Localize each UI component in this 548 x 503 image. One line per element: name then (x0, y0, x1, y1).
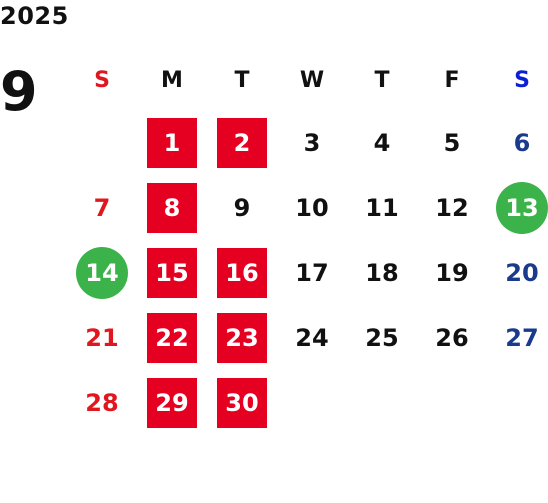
day-cell (417, 370, 487, 435)
weekday-saturday: S (514, 67, 530, 93)
weekday-header-row: S M T W T F S (67, 50, 548, 110)
month-number: 9 (0, 60, 38, 123)
day-number: 15 (147, 247, 197, 298)
weekday-friday: F (444, 67, 460, 93)
day-cell: 10 (277, 175, 347, 240)
day-cell (487, 370, 548, 435)
day-cell: 18 (347, 240, 417, 305)
week-row: 1 2 3 4 5 6 (67, 110, 548, 175)
day-cell: 12 (417, 175, 487, 240)
day-number: 25 (365, 323, 399, 352)
day-number: 1 (147, 117, 197, 168)
day-number: 11 (365, 193, 399, 222)
weekday-tuesday: T (234, 67, 250, 93)
week-row: 28 29 30 (67, 370, 548, 435)
day-cell: 23 (207, 305, 277, 370)
day-cell: 28 (67, 370, 137, 435)
day-number: 20 (505, 258, 539, 287)
day-cell: 30 (207, 370, 277, 435)
day-number: 12 (435, 193, 469, 222)
day-number: 8 (147, 182, 197, 233)
day-cell: 24 (277, 305, 347, 370)
day-number: 9 (233, 193, 251, 222)
day-cell: 22 (137, 305, 207, 370)
day-cell: 1 (137, 110, 207, 175)
week-row: 21 22 23 24 25 26 27 (67, 305, 548, 370)
day-cell: 4 (347, 110, 417, 175)
day-number: 22 (147, 312, 197, 363)
day-number: 4 (373, 128, 391, 157)
weekday-sunday: S (94, 67, 110, 93)
day-cell (347, 370, 417, 435)
day-cell: 5 (417, 110, 487, 175)
day-number: 7 (93, 193, 111, 222)
day-cell: 7 (67, 175, 137, 240)
day-cell: 3 (277, 110, 347, 175)
day-number: 30 (217, 377, 267, 428)
weekday-monday: M (161, 67, 183, 93)
year-label: 2025 (0, 2, 69, 30)
day-number: 16 (217, 247, 267, 298)
day-number: 24 (295, 323, 329, 352)
weekday-wednesday: W (299, 67, 325, 93)
day-cell: 21 (67, 305, 137, 370)
day-cell: 25 (347, 305, 417, 370)
week-row: 14 15 16 17 18 19 20 (67, 240, 548, 305)
day-cell: 2 (207, 110, 277, 175)
day-number: 27 (505, 323, 539, 352)
day-cell: 16 (207, 240, 277, 305)
day-cell: 9 (207, 175, 277, 240)
calendar-grid: S M T W T F S 1 2 3 4 5 6 7 8 9 10 11 12… (67, 50, 548, 435)
day-number: 21 (85, 323, 119, 352)
day-number: 28 (85, 388, 119, 417)
day-cell: 20 (487, 240, 548, 305)
day-cell: 27 (487, 305, 548, 370)
day-cell (277, 370, 347, 435)
day-number: 19 (435, 258, 469, 287)
day-cell (67, 110, 137, 175)
day-number: 6 (513, 128, 531, 157)
week-row: 7 8 9 10 11 12 13 (67, 175, 548, 240)
day-cell: 11 (347, 175, 417, 240)
day-number: 3 (303, 128, 321, 157)
day-number: 29 (147, 377, 197, 428)
day-cell: 13 (487, 175, 548, 240)
day-number: 26 (435, 323, 469, 352)
day-number: 13 (496, 181, 548, 234)
day-cell: 8 (137, 175, 207, 240)
day-number: 17 (295, 258, 329, 287)
day-number: 23 (217, 312, 267, 363)
day-number: 18 (365, 258, 399, 287)
day-cell: 14 (67, 240, 137, 305)
day-cell: 26 (417, 305, 487, 370)
day-cell: 17 (277, 240, 347, 305)
day-number: 10 (295, 193, 329, 222)
day-cell: 6 (487, 110, 548, 175)
day-cell: 15 (137, 240, 207, 305)
day-number: 2 (217, 117, 267, 168)
day-number: 5 (443, 128, 461, 157)
weekday-thursday: T (374, 67, 390, 93)
day-number: 14 (76, 246, 128, 299)
day-cell: 19 (417, 240, 487, 305)
day-cell: 29 (137, 370, 207, 435)
